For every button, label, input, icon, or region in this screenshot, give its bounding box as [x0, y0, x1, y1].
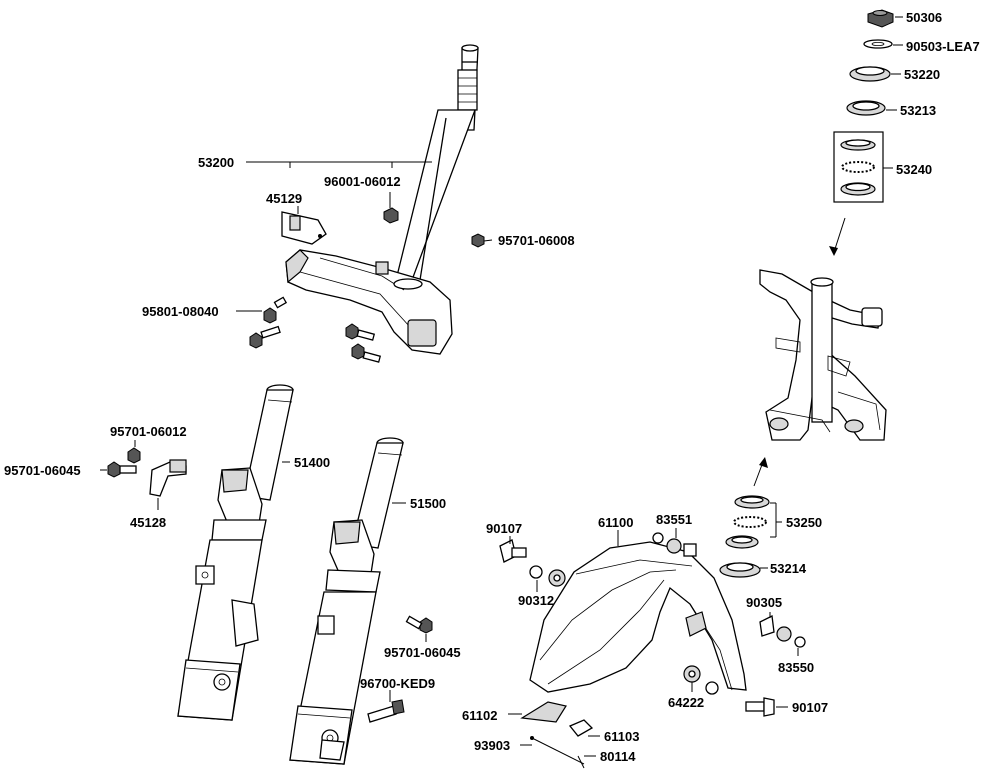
fender-bracket-61102 [520, 701, 567, 723]
spacer-64222 [683, 665, 719, 695]
bolt-95701-06012-left [127, 447, 141, 464]
label-96700-ked9: 96700-KED9 [360, 676, 435, 691]
arrow-to-frame-bottom-icon [753, 457, 768, 487]
label-95701-06045-mid: 95701-06045 [384, 645, 461, 660]
label-53250: 53250 [786, 515, 822, 530]
grommet-83551 [652, 532, 697, 557]
bolt-96700 [367, 699, 405, 723]
front-fender-61100 [529, 541, 747, 693]
label-95701-06008: 95701-06008 [498, 233, 575, 248]
label-61102: 61102 [462, 708, 497, 723]
label-90312: 90312 [518, 593, 554, 608]
label-50306: 50306 [906, 10, 942, 25]
bolt-90107-top [499, 539, 527, 563]
label-45128: 45128 [130, 515, 166, 530]
cone-53220 [849, 66, 891, 82]
label-90305: 90305 [746, 595, 782, 610]
label-64222: 64222 [668, 695, 704, 710]
label-53200: 53200 [198, 155, 234, 170]
label-53220: 53220 [904, 67, 940, 82]
label-45129: 45129 [266, 191, 302, 206]
label-90107-top: 90107 [486, 521, 522, 536]
race-53214 [719, 562, 761, 578]
screw-93903 [530, 736, 585, 769]
steering-stem-53200 [281, 44, 479, 355]
frame-head-tube [759, 269, 887, 441]
bolt-95701-06045-left [107, 461, 137, 478]
label-83550: 83550 [778, 660, 814, 675]
label-61100: 61100 [598, 515, 633, 530]
label-53213: 53213 [900, 103, 936, 118]
bearing-53250 [725, 495, 770, 549]
label-90503-lea7: 90503-LEA7 [906, 39, 980, 54]
label-95701-06045-left: 95701-06045 [4, 463, 81, 478]
race-53213 [846, 100, 886, 116]
bolt-95801-b [249, 325, 281, 349]
label-61103: 61103 [604, 729, 639, 744]
fender-bracket-61103 [568, 719, 594, 737]
label-80114: 80114 [600, 749, 636, 764]
fork-leg-51400 [177, 384, 294, 721]
fork-leg-51500 [289, 437, 404, 765]
label-51500: 51500 [410, 496, 446, 511]
label-93903: 93903 [474, 738, 510, 753]
bolt-95701-06045-mid [405, 615, 433, 634]
bolt-96001 [383, 207, 399, 224]
clip-90305 [759, 615, 806, 648]
label-96001-06012: 96001-06012 [324, 174, 401, 189]
label-90107-bottom: 90107 [792, 700, 828, 715]
label-53214: 53214 [770, 561, 807, 576]
bracket-45128 [149, 459, 187, 497]
bolt-95801-d [351, 343, 382, 363]
label-83551: 83551 [656, 512, 692, 527]
bolt-95701-06008 [471, 233, 493, 248]
label-95801-08040: 95801-08040 [142, 304, 219, 319]
bolt-95801-a [263, 296, 288, 324]
bearing-kit-53240-box [833, 131, 884, 203]
label-95701-06012-left: 95701-06012 [110, 424, 187, 439]
spacer-90312 [529, 565, 566, 587]
label-53240: 53240 [896, 162, 932, 177]
arrow-to-frame-icon [829, 217, 846, 256]
washer-90503 [863, 39, 893, 49]
nut-50306 [867, 9, 894, 28]
label-51400: 51400 [294, 455, 330, 470]
bolt-95801-c [345, 323, 376, 341]
bolt-90107-bottom [745, 697, 775, 717]
